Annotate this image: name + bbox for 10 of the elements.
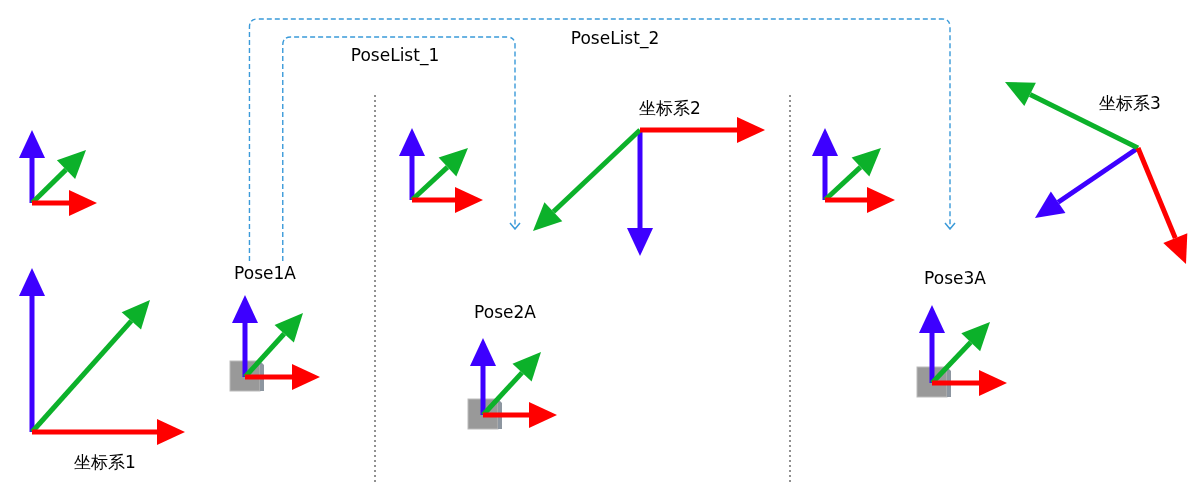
frame-label: 坐标系2 <box>639 97 701 119</box>
dashed-arrow <box>282 36 521 262</box>
frame-label: 坐标系1 <box>74 451 136 473</box>
dashed-arrow <box>248 18 956 262</box>
pose-label: Pose2A <box>474 301 536 323</box>
pose-label: Pose3A <box>924 267 986 289</box>
edge-label: PoseList_2 <box>570 27 660 49</box>
frame-label: 坐标系3 <box>1099 92 1161 114</box>
pose-label: Pose1A <box>234 262 296 284</box>
edge-label: PoseList_1 <box>350 44 440 66</box>
